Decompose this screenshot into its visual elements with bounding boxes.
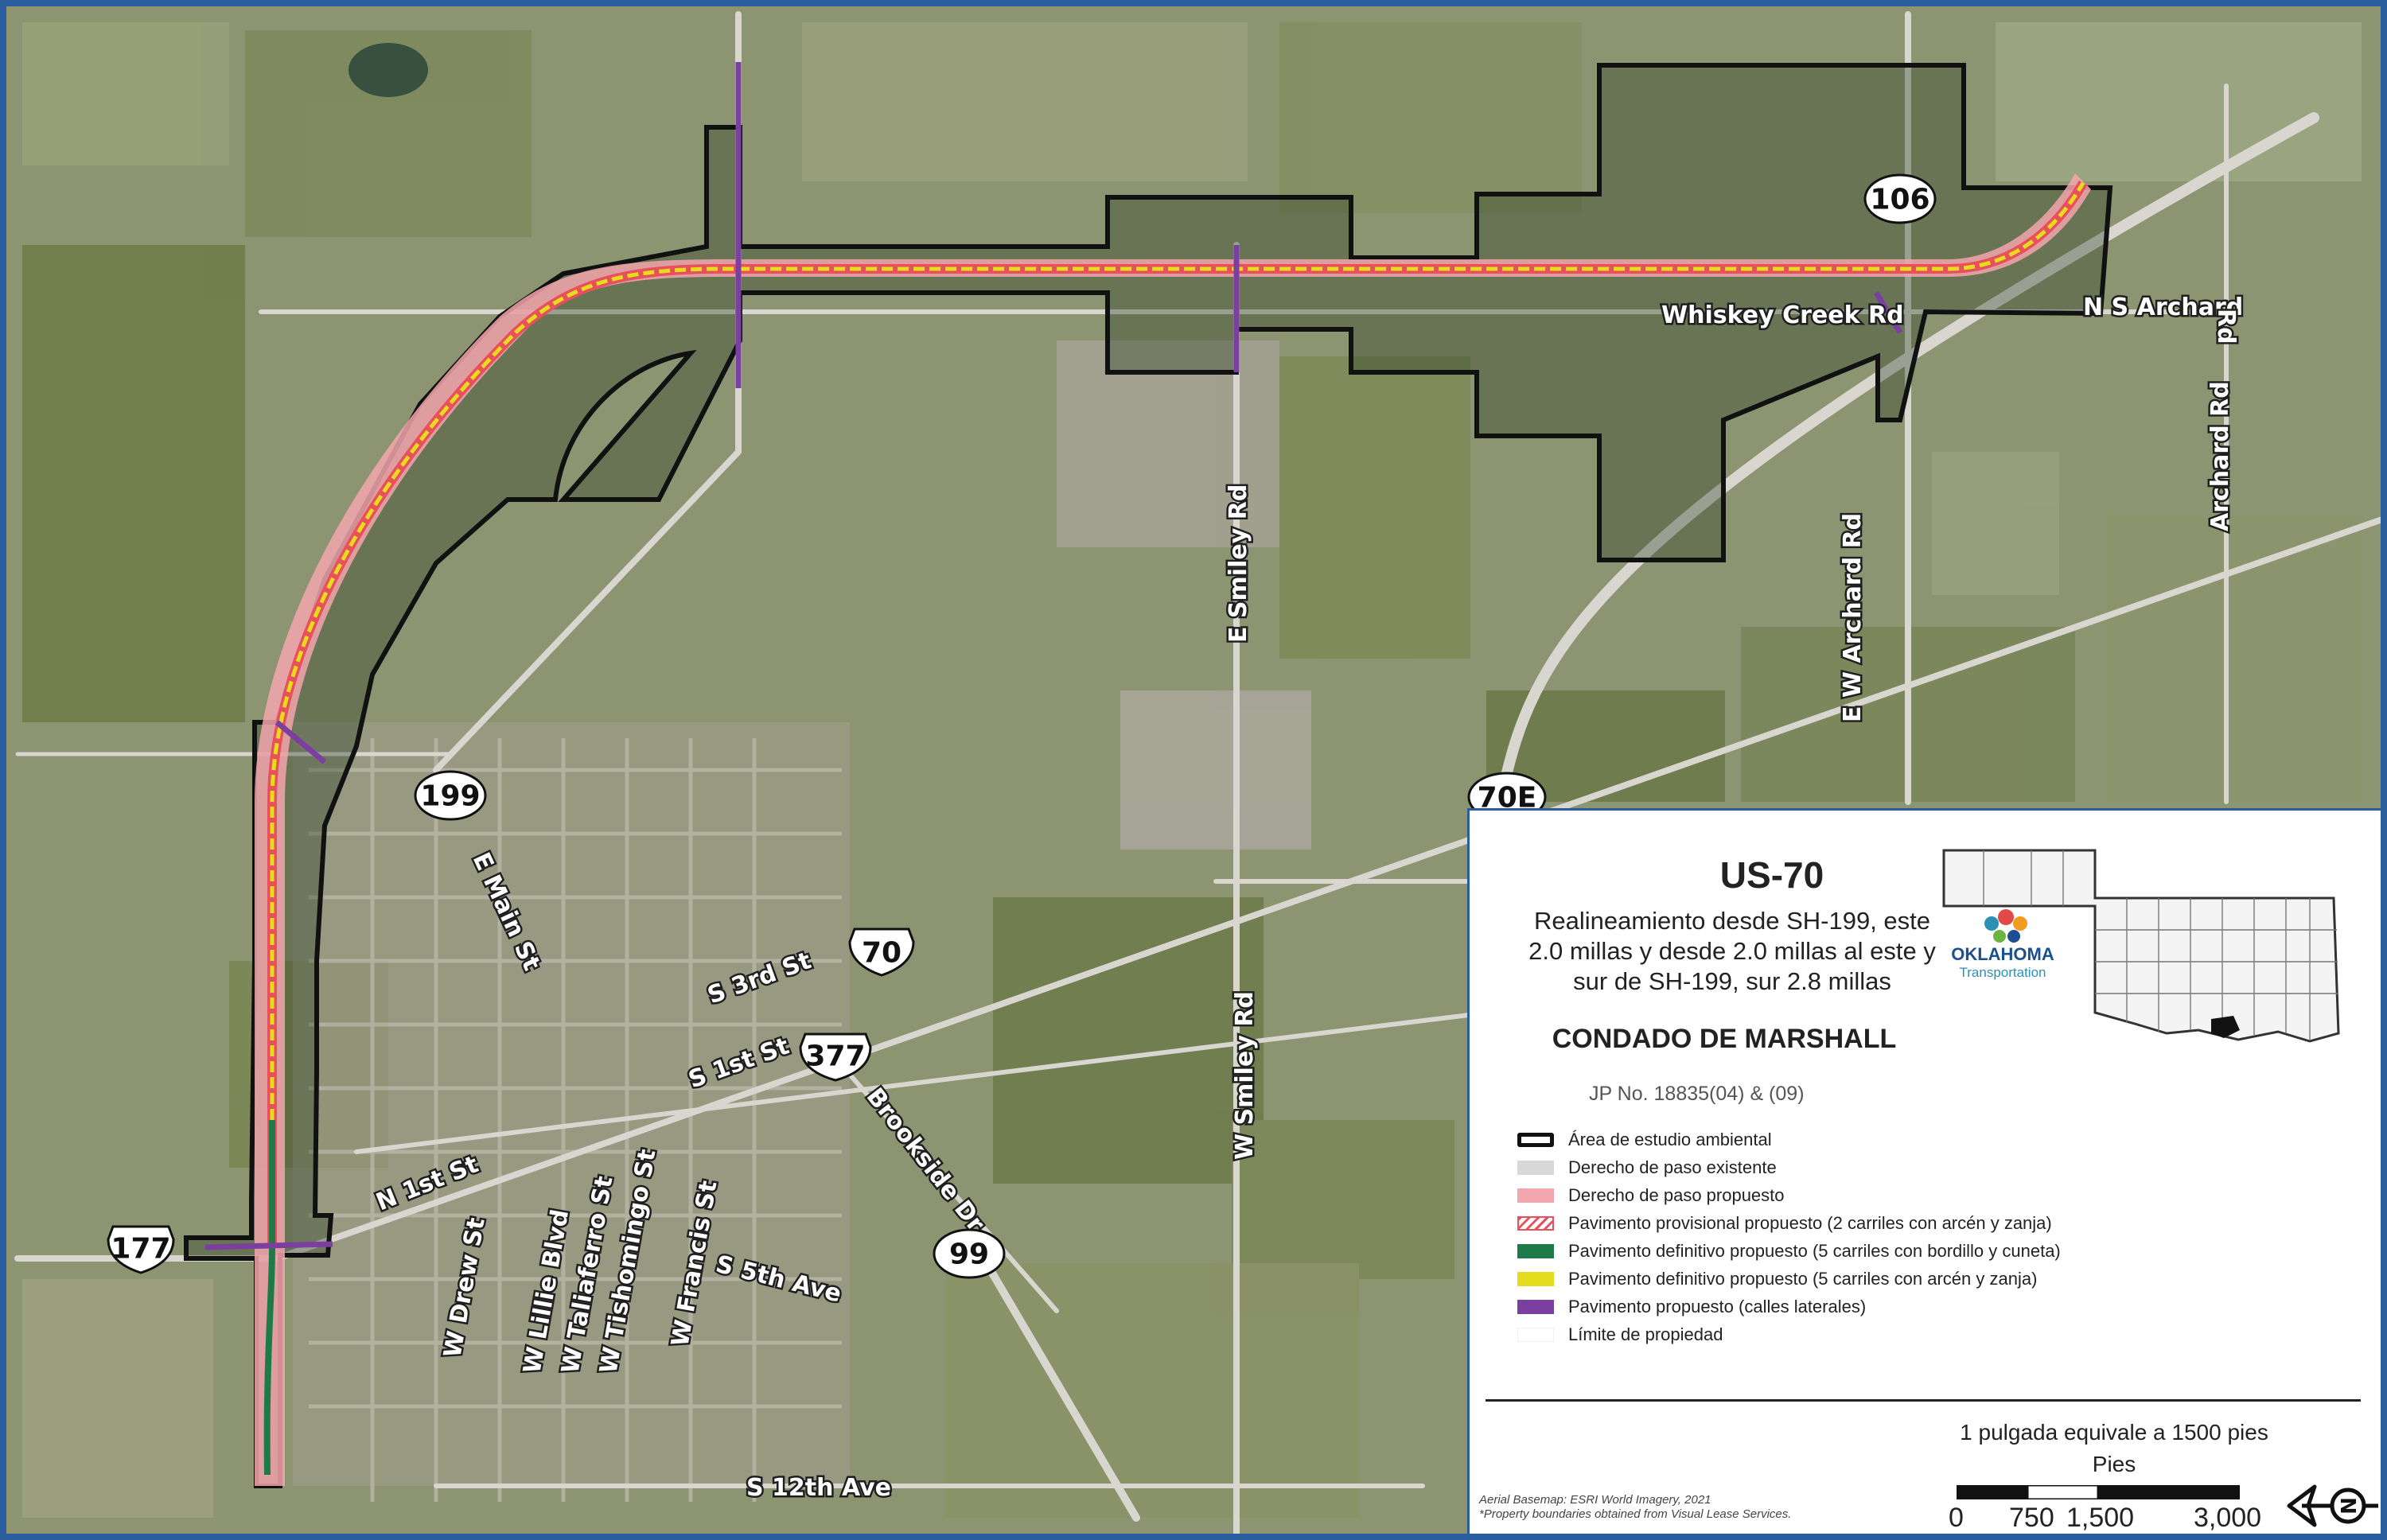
logo-subtitle: Transportation: [1959, 965, 2046, 980]
legend-panel: US-70 Realineamiento desde SH-199, este …: [1467, 808, 2381, 1534]
legend-subtitle: Realineamiento desde SH-199, este 2.0 mi…: [1486, 906, 1979, 997]
oklahoma-transportation-logo: [1984, 909, 2027, 943]
legend-item-final-curb: Pavimento definitivo propuesto (5 carril…: [1517, 1237, 2233, 1265]
jp-number: JP No. 18835(04) & (09): [1589, 1083, 1805, 1105]
svg-text:99: 99: [949, 1239, 989, 1271]
terrain-patches: [22, 22, 2362, 1518]
marshall-county-highlight: [2211, 1016, 2240, 1038]
scale-tick: 3,000: [2194, 1503, 2262, 1533]
town-grid: [293, 722, 850, 1502]
scale-tick: 0: [1949, 1503, 1964, 1533]
swatch-proposed-row: [1517, 1188, 1554, 1203]
swatch-temporary-pavement: [1517, 1215, 1554, 1231]
swatch-final-curb: [1517, 1243, 1554, 1258]
svg-text:70: 70: [862, 937, 901, 970]
svg-text:199: 199: [420, 780, 480, 813]
legend-item-property-line: Límite de propiedad: [1517, 1320, 2233, 1348]
label-e-smiley-rd: E Smiley Rd: [1225, 484, 1252, 643]
legend-item-label: Pavimento provisional propuesto (2 carri…: [1568, 1212, 2052, 1233]
legend-item-existing-row: Derecho de paso existente: [1517, 1153, 2233, 1181]
oklahoma-locator-map: [1942, 849, 2340, 1043]
legend-item-label: Pavimento definitivo propuesto (5 carril…: [1568, 1268, 2038, 1289]
legend-item-study-area: Área de estudio ambiental: [1517, 1126, 2233, 1153]
swatch-existing-row: [1517, 1160, 1554, 1175]
shield-sh199: 199: [414, 770, 487, 821]
svg-text:177: 177: [111, 1233, 170, 1266]
scale-tick: 750: [2009, 1503, 2054, 1533]
final-pavement-curb: [263, 1120, 275, 1476]
scale-unit: Pies: [2092, 1452, 2136, 1476]
svg-text:N: N: [2335, 1497, 2359, 1515]
label-archard-rd: Archard Rd: [2206, 381, 2234, 531]
svg-text:377: 377: [805, 1040, 865, 1073]
label-s-12th-ave: S 12th Ave: [746, 1474, 891, 1502]
legend-items: Área de estudio ambiental Derecho de pas…: [1517, 1126, 2233, 1348]
scale-statement: 1 pulgada equivale a 1500 pies: [1960, 1420, 2268, 1445]
scale-bar: [1957, 1485, 2240, 1499]
legend-subtitle-line: sur de SH-199, sur 2.8 millas: [1573, 967, 1891, 995]
legend-subtitle-line: Realineamiento desde SH-199, este: [1533, 907, 1931, 935]
shield-sh106: 106: [1863, 173, 1937, 224]
legend-divider: [1486, 1399, 2361, 1402]
aerial-map: Whiskey Creek Rd N S Archard Rd Archard …: [6, 6, 2381, 1534]
shield-us377: 377: [799, 1032, 872, 1082]
label-w-smiley-rd: W Smiley Rd: [1231, 991, 1259, 1160]
logo-name: OKLAHOMA: [1951, 944, 2054, 964]
legend-item-label: Límite de propiedad: [1568, 1324, 1723, 1344]
side-street-pavement: [204, 62, 1903, 1250]
shield-us70: 70: [848, 928, 915, 977]
shield-sh99: 99: [933, 1228, 1006, 1279]
swatch-property-line: [1517, 1327, 1554, 1342]
legend-item-label: Pavimento definitivo propuesto (5 carril…: [1568, 1240, 2061, 1261]
legend-item-label: Pavimento propuesto (calles laterales): [1568, 1296, 1867, 1316]
swatch-side-streets: [1517, 1299, 1554, 1314]
legend-subtitle-line: 2.0 millas y desde 2.0 millas al este y: [1528, 937, 1936, 965]
legend-item-label: Derecho de paso propuesto: [1568, 1184, 1785, 1205]
label-whiskey-creek-rd: Whiskey Creek Rd: [1661, 301, 1904, 329]
credit-line: Aerial Basemap: ESRI World Imagery, 2021: [1479, 1493, 1711, 1507]
county-name: CONDADO DE MARSHALL: [1552, 1024, 1897, 1054]
scale-ticks: 0 750 1,500 3,000: [1947, 1503, 2281, 1534]
north-arrow-icon: N: [2287, 1484, 2378, 1527]
scale-tick: 1,500: [2066, 1503, 2135, 1533]
swatch-final-shoulder: [1517, 1271, 1554, 1286]
legend-item-side-streets: Pavimento propuesto (calles laterales): [1517, 1293, 2233, 1320]
label-ns-archard: N S Archard: [2083, 294, 2243, 321]
legend-title: US-70: [1719, 854, 1824, 896]
legend-item-proposed-row: Derecho de paso propuesto: [1517, 1181, 2233, 1209]
final-pavement-shoulder: [270, 181, 2085, 1120]
map-credits: Aerial Basemap: ESRI World Imagery, 2021…: [1479, 1493, 1925, 1522]
legend-item-temporary-pavement: Pavimento provisional propuesto (2 carri…: [1517, 1209, 2233, 1237]
swatch-study-area: [1517, 1132, 1554, 1147]
shield-us177: 177: [107, 1225, 175, 1274]
legend-item-final-shoulder: Pavimento definitivo propuesto (5 carril…: [1517, 1265, 2233, 1293]
svg-text:106: 106: [1870, 184, 1929, 216]
label-ew-archard-rd: E W Archard Rd: [1839, 513, 1867, 722]
legend-item-label: Área de estudio ambiental: [1568, 1129, 1772, 1149]
credit-line: *Property boundaries obtained from Visua…: [1479, 1507, 1792, 1521]
label-archard-rd-side: Rd: [2212, 309, 2240, 344]
legend-item-label: Derecho de paso existente: [1568, 1157, 1777, 1177]
